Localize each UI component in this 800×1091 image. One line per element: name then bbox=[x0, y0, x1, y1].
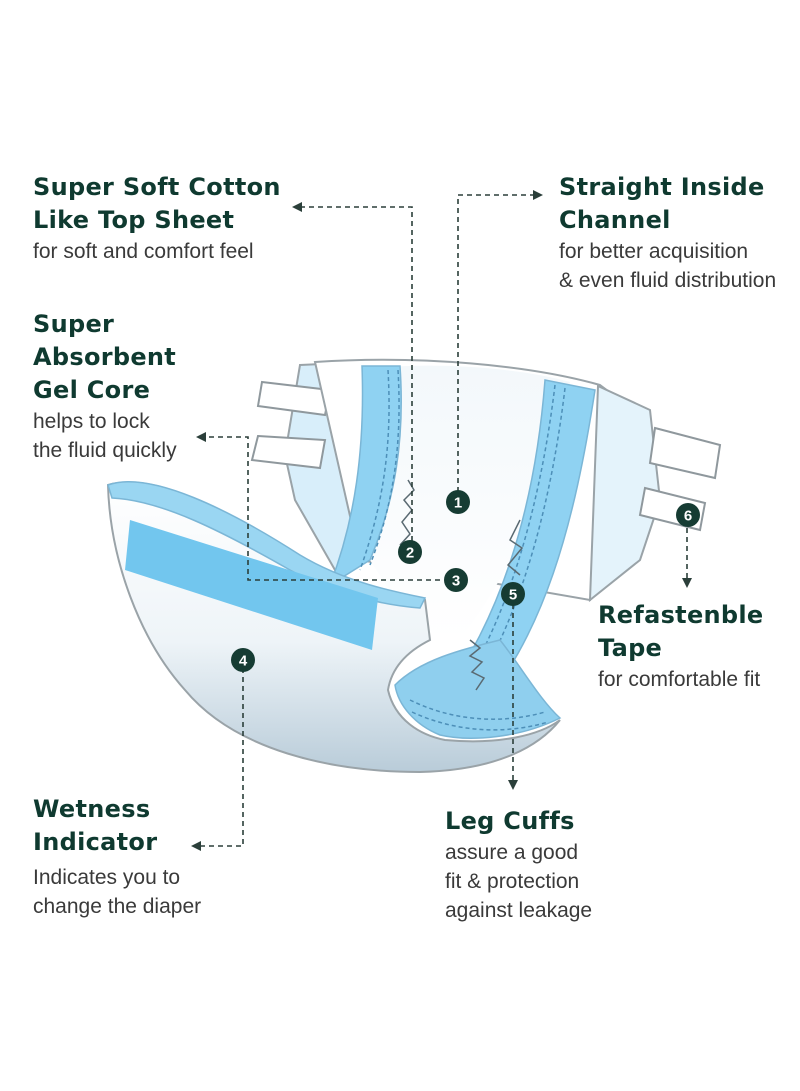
label-gel-core: Super Absorbent Gel Core helps to lock t… bbox=[33, 308, 177, 465]
leader-lines bbox=[200, 194, 688, 847]
leader-1 bbox=[457, 194, 535, 492]
marker-2-label: 2 bbox=[406, 545, 414, 562]
front-waistband bbox=[107, 481, 427, 609]
marker-1-label: 1 bbox=[454, 495, 462, 512]
label-channel: Straight Inside Channel for better acqui… bbox=[559, 171, 776, 295]
arrow-heads bbox=[191, 190, 692, 851]
leg-cuffs-desc-2: fit & protection bbox=[445, 870, 580, 893]
marker-5-label: 5 bbox=[509, 587, 517, 604]
marker-4-label: 4 bbox=[239, 653, 248, 670]
gel-core-desc-2: the fluid quickly bbox=[33, 439, 177, 462]
gel-core-title-2: Absorbent bbox=[33, 343, 177, 371]
leader-3 bbox=[205, 436, 440, 581]
leg-cuffs-desc-3: against leakage bbox=[445, 899, 593, 922]
top-sheet-title-1: Super Soft Cotton bbox=[33, 173, 281, 201]
wetness-desc-1: Indicates you to bbox=[33, 866, 181, 889]
marker-6-label: 6 bbox=[684, 508, 692, 525]
arrow-left-top-sheet bbox=[292, 202, 302, 212]
wetness-desc-2: change the diaper bbox=[33, 895, 202, 918]
gel-core-desc-1: helps to lock bbox=[33, 410, 150, 433]
leader-2 bbox=[300, 206, 413, 550]
left-tape-bottom bbox=[250, 434, 327, 470]
marker-6: 6 bbox=[676, 503, 700, 527]
tape-title-2: Tape bbox=[598, 634, 663, 662]
right-tape-top bbox=[648, 426, 722, 480]
label-wetness: Wetness Indicator Indicates you to chang… bbox=[33, 793, 201, 921]
left-tape-top bbox=[256, 380, 332, 417]
wetness-title-1: Wetness bbox=[33, 795, 151, 823]
marker-3: 3 bbox=[444, 568, 468, 592]
leg-cuffs-desc-1: assure a good bbox=[445, 841, 579, 864]
gel-core-title-1: Super bbox=[33, 310, 115, 338]
arrow-left-gel-core bbox=[196, 432, 206, 442]
top-sheet-title-2: Like Top Sheet bbox=[33, 206, 235, 234]
channel-title-1: Straight Inside bbox=[559, 173, 765, 201]
channel-desc-1: for better acquisition bbox=[559, 240, 749, 263]
label-tape: Refastenble Tape for comfortable fit bbox=[598, 599, 764, 694]
channel-desc-2: & even fluid distribution bbox=[559, 269, 777, 292]
label-top-sheet: Super Soft Cotton Like Top Sheet for sof… bbox=[33, 171, 281, 266]
tape-desc-1: for comfortable fit bbox=[598, 668, 761, 691]
left-leg-cuff bbox=[328, 365, 402, 587]
gel-core-title-3: Gel Core bbox=[33, 376, 151, 404]
label-leg-cuffs: Leg Cuffs assure a good fit & protection… bbox=[445, 805, 592, 925]
marker-5: 5 bbox=[501, 582, 525, 606]
arrow-down-tape bbox=[682, 578, 692, 588]
top-sheet-desc-1: for soft and comfort feel bbox=[33, 240, 254, 263]
leg-cuffs-title-1: Leg Cuffs bbox=[445, 807, 575, 835]
channel-title-2: Channel bbox=[559, 206, 671, 234]
gel-core bbox=[125, 520, 378, 650]
arrow-left-wetness bbox=[191, 841, 201, 851]
wetness-title-2: Indicator bbox=[33, 828, 158, 856]
back-right-panel bbox=[588, 384, 662, 603]
marker-3-label: 3 bbox=[452, 573, 460, 590]
arrow-down-leg-cuffs bbox=[508, 780, 518, 790]
marker-1: 1 bbox=[446, 490, 470, 514]
marker-4: 4 bbox=[231, 648, 255, 672]
tape-title-1: Refastenble bbox=[598, 601, 764, 629]
arrow-right-channel bbox=[533, 190, 543, 200]
marker-2: 2 bbox=[398, 540, 422, 564]
